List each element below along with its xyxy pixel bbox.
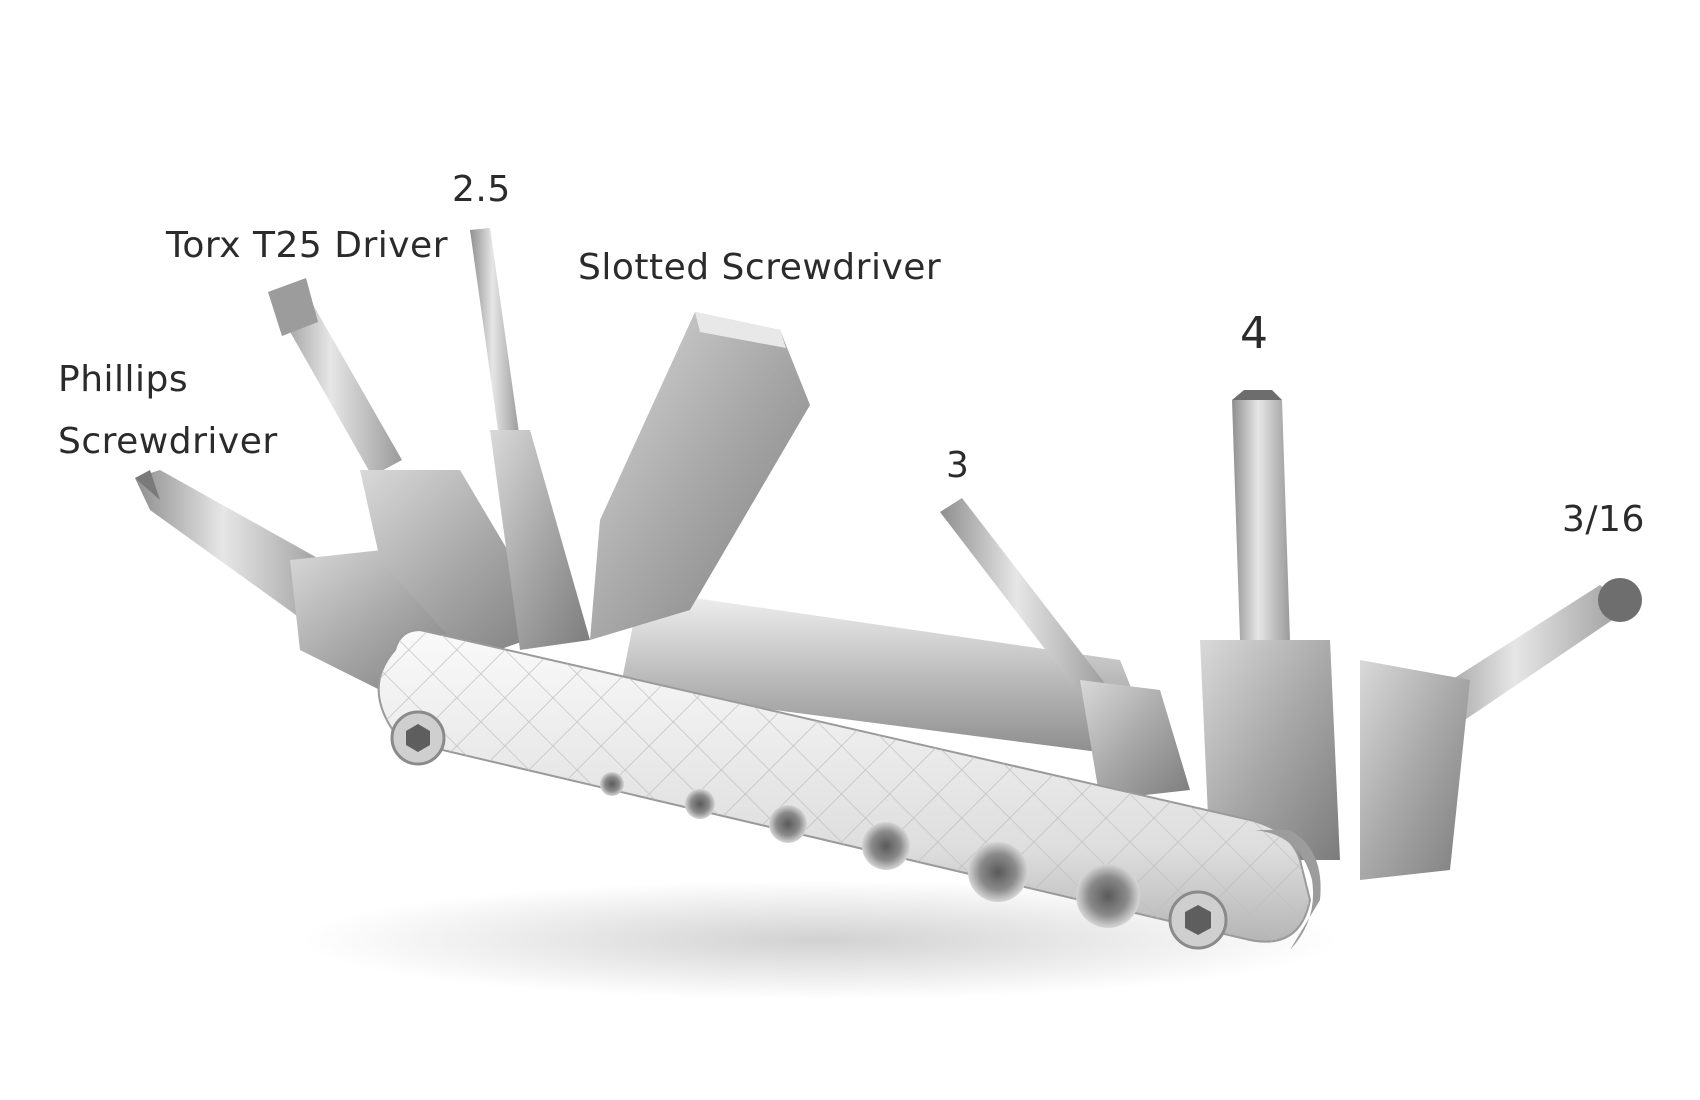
- threaded-hole: [769, 805, 807, 843]
- tool-back-rail: [620, 590, 1160, 760]
- hex-key-3: [940, 498, 1190, 800]
- threaded-hole: [968, 842, 1028, 902]
- label-hex-4: 4: [1240, 308, 1269, 359]
- label-phillips-screwdriver: Phillips: [58, 359, 189, 400]
- label-hex-3: 3: [946, 445, 970, 486]
- label-hex-2-5: 2.5: [452, 169, 511, 210]
- tool-handle: [377, 628, 1312, 943]
- threaded-hole: [685, 789, 715, 819]
- label-hex-3-16: 3/16: [1562, 499, 1645, 540]
- hex-key-2-5: [470, 228, 590, 650]
- threaded-hole: [1076, 864, 1140, 928]
- hex-key-3-16: [1360, 578, 1642, 880]
- threaded-holes: [600, 772, 1140, 928]
- threaded-hole: [600, 772, 624, 796]
- torx-t25-bit: [268, 278, 555, 660]
- label-phillips-screwdriver-line2: Screwdriver: [58, 421, 278, 462]
- pivot-screw-left: [390, 710, 446, 766]
- slotted-screwdriver-bit: [590, 312, 810, 640]
- label-torx-t25-driver: Torx T25 Driver: [166, 225, 448, 266]
- threaded-hole: [862, 822, 910, 870]
- hex-key-4: [1200, 390, 1340, 860]
- tool-end-cap: [1255, 830, 1321, 950]
- pivot-screw-right: [1168, 890, 1228, 950]
- label-slotted-screwdriver: Slotted Screwdriver: [578, 247, 942, 288]
